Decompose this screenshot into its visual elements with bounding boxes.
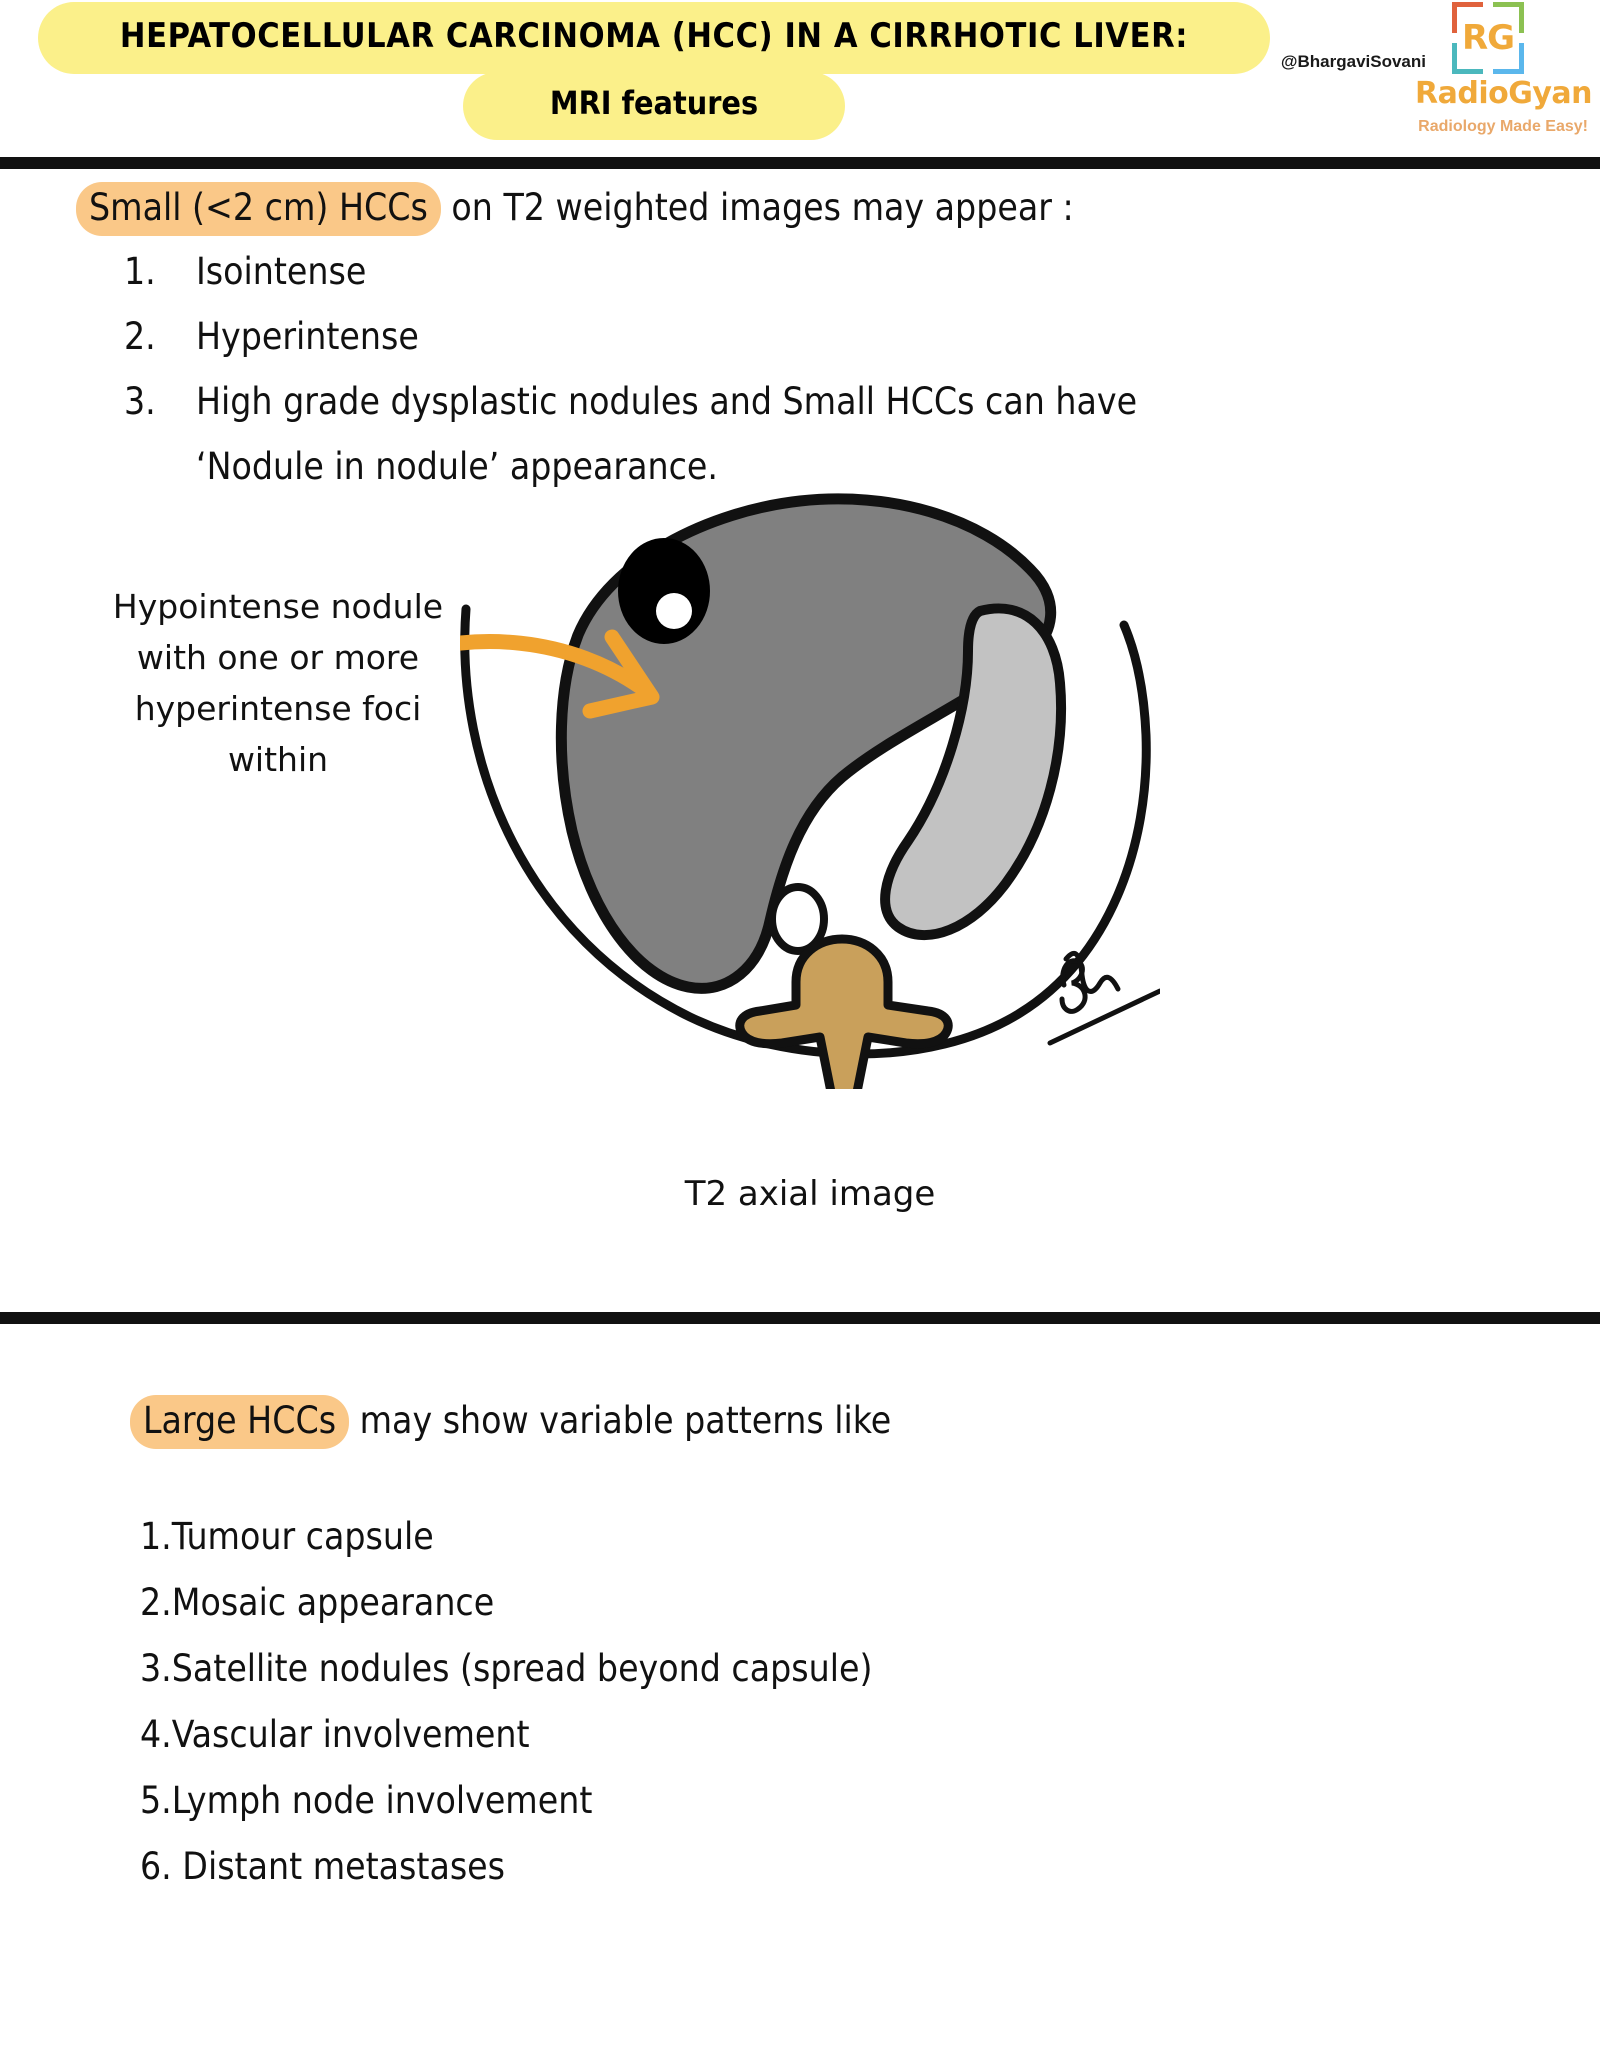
list-item: 6. Distant metastases	[140, 1845, 506, 1888]
body-wall-outline	[460, 604, 1151, 1059]
list-item-number: 3.	[124, 380, 156, 423]
large-hcc-highlight: Large HCCs	[130, 1395, 350, 1449]
author-handle: @BhargaviSovani	[1280, 52, 1426, 71]
logo-letters: RG	[1461, 18, 1515, 58]
list-item: 2.Mosaic appearance	[140, 1581, 495, 1624]
large-hcc-lead-rest: may show variable patterns like	[349, 1399, 892, 1442]
page-title-text: HEPATOCELLULAR CARCINOMA (HCC) IN A CIRR…	[119, 16, 1189, 56]
list-item-line-2: ‘Nodule in nodule’ appearance.	[196, 445, 718, 488]
logo-corner-top-right-icon	[1493, 2, 1524, 33]
list-item: 3.Satellite nodules (spread beyond capsu…	[140, 1647, 873, 1690]
small-hcc-highlight: Small (<2 cm) HCCs	[76, 182, 441, 236]
list-item: 2. Hyperintense	[124, 304, 1444, 369]
divider-middle	[0, 1312, 1600, 1324]
artist-signature	[1047, 951, 1163, 1046]
header-banner: HEPATOCELLULAR CARCINOMA (HCC) IN A CIRR…	[0, 0, 1600, 158]
radiogyan-logo-icon: RG	[1452, 2, 1524, 74]
list-item: 5.Lymph node involvement	[140, 1779, 593, 1822]
page-title: HEPATOCELLULAR CARCINOMA (HCC) IN A CIRR…	[38, 2, 1270, 74]
small-hcc-lead-rest: on T2 weighted images may appear :	[440, 186, 1074, 229]
divider-top	[0, 157, 1600, 169]
logo-corner-bottom-right-icon	[1493, 43, 1524, 74]
annotation-line-4: within	[227, 740, 329, 779]
page-subtitle-text: MRI features	[549, 84, 759, 122]
list-item-label: Isointense	[196, 250, 367, 293]
annotation-line-2: with one or more	[136, 638, 420, 677]
brand-name: RadioGyan	[1415, 76, 1593, 111]
list-item-label: Hyperintense	[196, 315, 419, 358]
list-item-line-1: High grade dysplastic nodules and Small …	[196, 380, 1138, 423]
t2-axial-diagram	[390, 439, 1163, 1124]
hypointense-nodule	[618, 538, 710, 644]
small-hcc-lead: Small (<2 cm) HCCs on T2 weighted images…	[76, 181, 1424, 236]
list-item-number: 1.	[124, 250, 156, 293]
list-item: 1. Isointense	[124, 239, 1444, 304]
brand-tagline: Radiology Made Easy!	[1418, 118, 1588, 135]
list-item-number: 2.	[124, 315, 156, 358]
spleen-shape	[880, 603, 1067, 941]
hyperintense-focus	[656, 593, 692, 629]
nodule-annotation: Hypointense nodule with one or more hype…	[78, 581, 478, 785]
annotation-line-3: hyperintense foci	[134, 689, 422, 728]
diagram-caption: T2 axial image	[684, 1174, 936, 1214]
list-item: 1.Tumour capsule	[140, 1515, 434, 1558]
list-item: 4.Vascular involvement	[140, 1713, 530, 1756]
brand-block: @BhargaviSovani RG RadioGyan Radiology M…	[1280, 0, 1600, 150]
aorta-shape	[768, 883, 828, 955]
page-subtitle: MRI features	[463, 72, 845, 140]
logo-corner-bottom-left-icon	[1452, 43, 1483, 74]
list-item-label: High grade dysplastic nodules and Small …	[196, 369, 1444, 499]
vertebra-shape	[735, 934, 953, 1124]
annotation-line-1: Hypointense nodule	[112, 587, 444, 626]
section-large-hccs: Large HCCs may show variable patterns li…	[0, 1324, 1600, 2066]
small-hcc-list: 1. Isointense 2. Hyperintense 3. High gr…	[124, 239, 1444, 499]
nodule-pointer-arrowhead	[582, 629, 660, 719]
logo-corner-top-left-icon	[1452, 2, 1483, 33]
large-hcc-lead: Large HCCs may show variable patterns li…	[130, 1394, 892, 1449]
large-hcc-list: 1.Tumour capsule 2.Mosaic appearance 3.S…	[140, 1504, 1440, 1900]
section-small-hccs: Small (<2 cm) HCCs on T2 weighted images…	[0, 169, 1600, 1312]
list-item: 3. High grade dysplastic nodules and Sma…	[124, 369, 1444, 499]
